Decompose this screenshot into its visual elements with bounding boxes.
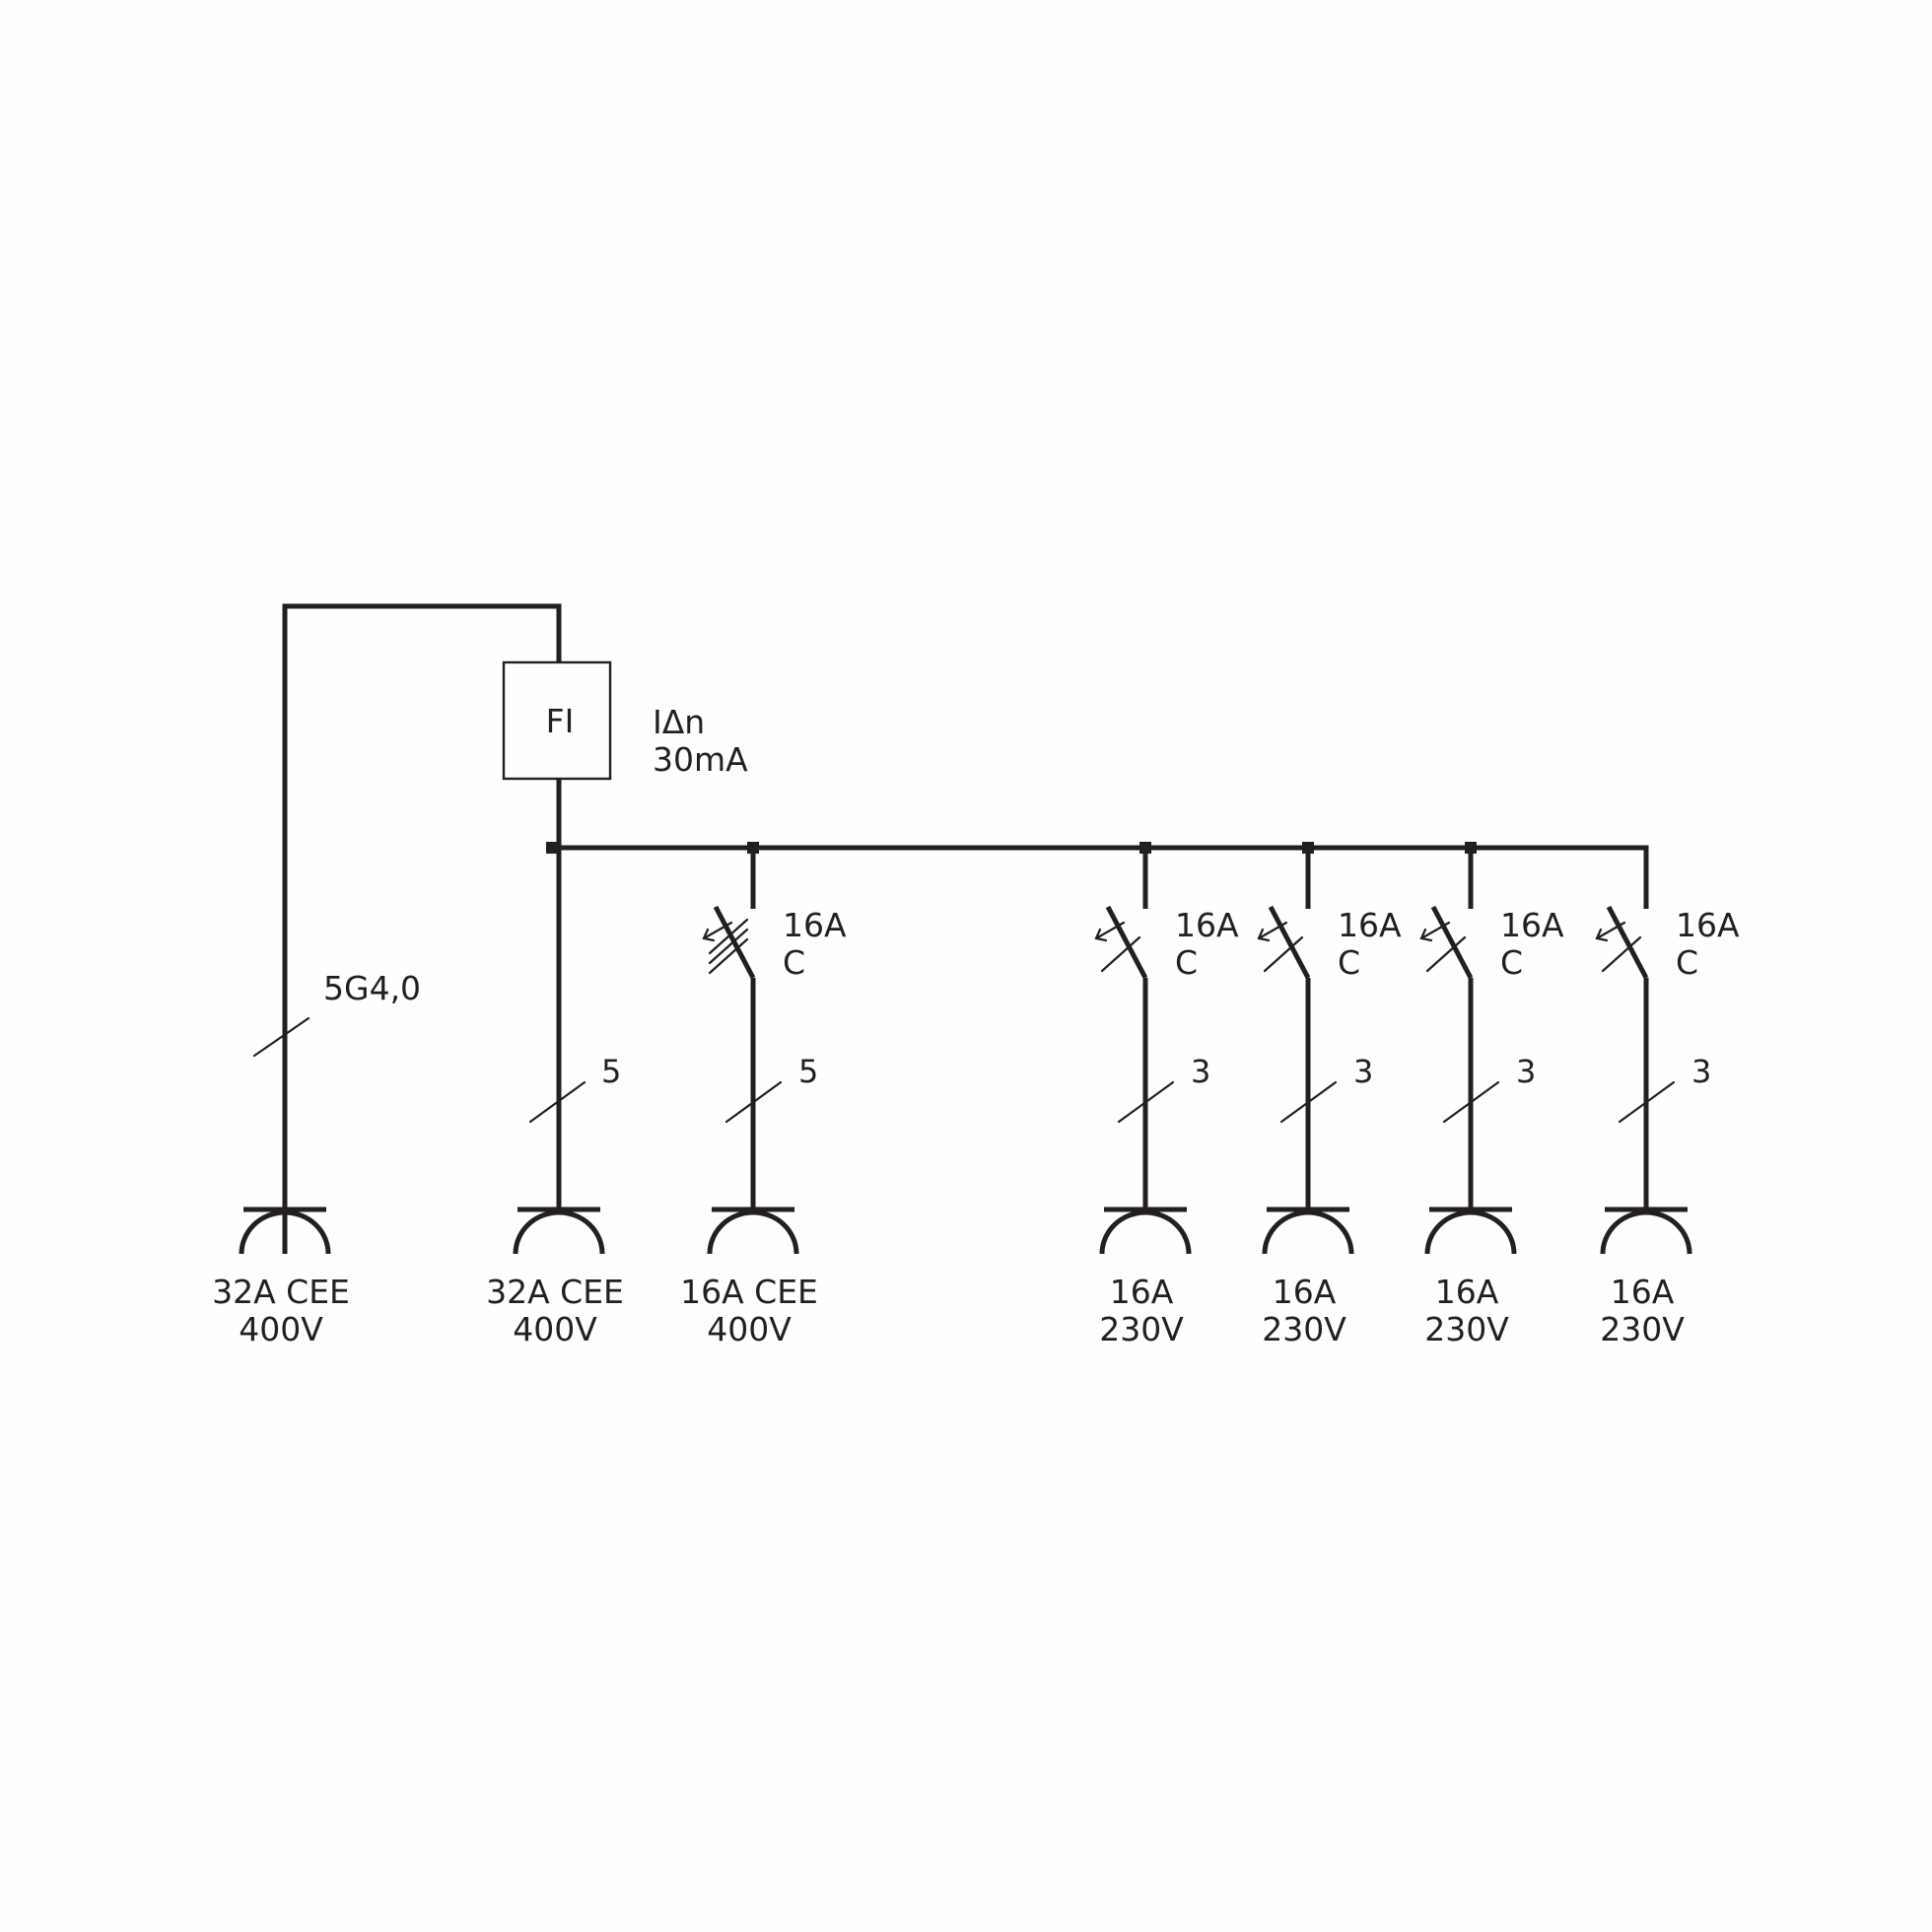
socket-arc bbox=[1600, 1209, 1692, 1255]
trip-arrow-shaft bbox=[1595, 921, 1626, 940]
trip-arrow-head bbox=[702, 928, 716, 942]
socket-arc bbox=[1424, 1209, 1517, 1255]
socket-rating-label: 32A CEE bbox=[212, 1273, 350, 1311]
breaker-pole-tick bbox=[1425, 935, 1467, 973]
rcd-rating-line2: 30mA bbox=[653, 740, 748, 779]
socket-rating-label: 16A bbox=[1435, 1273, 1499, 1311]
socket-rating-label: 16A bbox=[1273, 1273, 1337, 1311]
socket-voltage-label: 230V bbox=[1424, 1310, 1509, 1348]
trip-arrow-head bbox=[1094, 928, 1108, 942]
socket-rating-label: 16A bbox=[1110, 1273, 1174, 1311]
socket-voltage-label: 400V bbox=[513, 1310, 597, 1348]
breaker-blade bbox=[1606, 905, 1649, 980]
conductor-count-32a: 5 bbox=[601, 1053, 621, 1090]
breaker-blade bbox=[1268, 905, 1311, 980]
breaker-pole-tick bbox=[708, 937, 749, 975]
breaker-blade bbox=[1430, 905, 1474, 980]
feed-cable-tick bbox=[252, 1016, 310, 1058]
breaker-pole-tick bbox=[1100, 935, 1141, 973]
breaker-curve-label: C bbox=[1500, 943, 1523, 982]
breaker-pole-tick bbox=[1263, 935, 1304, 973]
breaker-current-label: 16A bbox=[1338, 906, 1402, 944]
conductor-tick bbox=[1117, 1080, 1175, 1124]
trip-arrow-shaft bbox=[1419, 921, 1451, 940]
socket-rating-label: 32A CEE bbox=[486, 1273, 624, 1311]
socket-voltage-label: 230V bbox=[1600, 1310, 1685, 1348]
trip-arrow-head bbox=[1595, 928, 1609, 942]
branch-tick-32a bbox=[528, 1080, 586, 1124]
socket-arc bbox=[1099, 1209, 1192, 1255]
conductor-tick bbox=[724, 1080, 783, 1124]
rcd-label: FI bbox=[546, 702, 575, 740]
conductor-tick bbox=[1279, 1080, 1338, 1124]
feed-wire bbox=[282, 603, 562, 1219]
breaker-blade bbox=[1105, 905, 1148, 980]
breaker-current-label: 16A bbox=[1500, 906, 1564, 944]
socket-arc bbox=[1262, 1209, 1354, 1255]
trip-arrow-shaft bbox=[702, 921, 733, 940]
breaker-pole-tick bbox=[708, 918, 749, 955]
bus-junction bbox=[546, 842, 558, 854]
socket-voltage-label: 230V bbox=[1099, 1310, 1184, 1348]
socket-arc bbox=[707, 1209, 799, 1255]
conductor-tick bbox=[1442, 1080, 1500, 1124]
socket-rating-label: 16A CEE bbox=[680, 1273, 818, 1311]
feed-cable-label: 5G4,0 bbox=[323, 969, 421, 1007]
socket-voltage-label: 400V bbox=[707, 1310, 792, 1348]
conductor-count: 3 bbox=[1691, 1053, 1711, 1090]
breaker-current-label: 16A bbox=[783, 906, 847, 944]
trip-arrow-head bbox=[1257, 928, 1271, 942]
trip-arrow-head bbox=[1419, 928, 1433, 942]
breaker-curve-label: C bbox=[1676, 943, 1698, 982]
socket-arc bbox=[513, 1209, 605, 1255]
conductor-count: 5 bbox=[798, 1053, 818, 1090]
distribution-bus bbox=[547, 845, 1649, 909]
breaker-curve-label: C bbox=[1338, 943, 1360, 982]
breaker-curve-label: C bbox=[783, 943, 805, 982]
rcd-rating-line1: IΔn bbox=[653, 703, 705, 741]
breaker-pole-tick bbox=[708, 928, 749, 965]
breaker-current-label: 16A bbox=[1676, 906, 1740, 944]
breaker-pole-tick bbox=[1601, 935, 1642, 973]
conductor-count: 3 bbox=[1353, 1053, 1373, 1090]
socket-rating-label: 16A bbox=[1611, 1273, 1675, 1311]
trip-arrow-shaft bbox=[1257, 921, 1288, 940]
socket-voltage-label: 230V bbox=[1262, 1310, 1346, 1348]
trip-arrow-shaft bbox=[1094, 921, 1126, 940]
socket-voltage-label: 400V bbox=[239, 1310, 323, 1348]
conductor-count: 3 bbox=[1516, 1053, 1536, 1090]
breaker-current-label: 16A bbox=[1175, 906, 1239, 944]
breaker-curve-label: C bbox=[1175, 943, 1198, 982]
conductor-tick bbox=[1618, 1080, 1676, 1124]
conductor-count: 3 bbox=[1191, 1053, 1210, 1090]
